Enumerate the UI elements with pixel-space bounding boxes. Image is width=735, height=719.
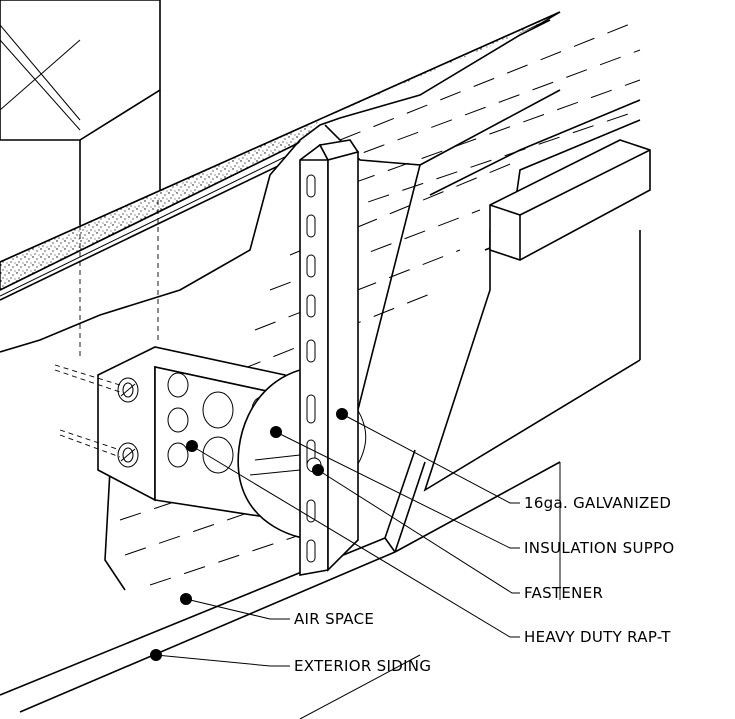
label-galvanized: 16ga. GALVANIZED <box>524 494 671 512</box>
structural-block <box>0 0 161 225</box>
label-air-space: AIR SPACE <box>294 610 374 628</box>
trim-board <box>489 139 651 261</box>
label-fastener: FASTENER <box>524 584 603 602</box>
galvanized-channel <box>299 139 360 576</box>
projection-lines <box>79 200 159 360</box>
leader-lines <box>155 413 520 667</box>
label-exterior-siding: EXTERIOR SIDING <box>294 657 431 675</box>
label-heavy-duty: HEAVY DUTY RAP-T <box>524 628 671 646</box>
label-insulation-support: INSULATION SUPPO <box>524 539 675 557</box>
anchor-lines <box>54 364 121 458</box>
